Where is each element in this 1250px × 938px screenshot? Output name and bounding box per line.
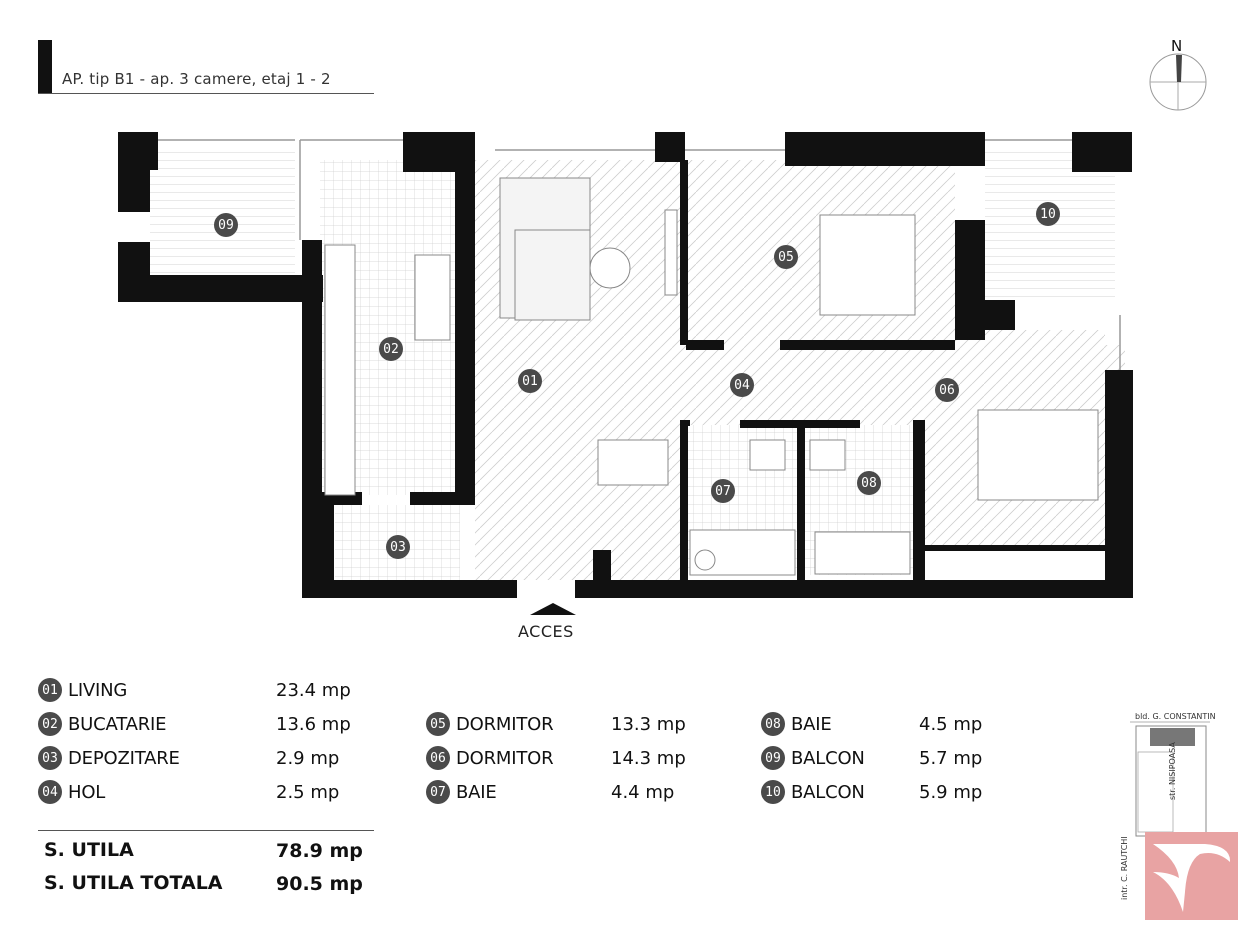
legend-item: 04 HOL bbox=[38, 779, 105, 805]
legend-room-name: LIVING bbox=[68, 679, 128, 701]
legend-item: 07 BAIE bbox=[426, 779, 497, 805]
compass-north-label: N bbox=[1171, 37, 1182, 55]
legend-room-name: BAIE bbox=[791, 713, 832, 735]
legend-badge: 05 bbox=[426, 712, 450, 736]
legend-room-area: 4.4 mp bbox=[611, 782, 675, 803]
legend-room-name: DEPOZITARE bbox=[68, 747, 180, 769]
legend-room-name: DORMITOR bbox=[456, 713, 554, 735]
room-badge-01: 01 bbox=[518, 369, 542, 393]
legend-room-area: 14.3 mp bbox=[611, 748, 686, 769]
legend-item: 06 DORMITOR bbox=[426, 745, 554, 771]
entrance-label: ACCES bbox=[518, 622, 574, 641]
legend-room-name: BALCON bbox=[791, 781, 865, 803]
walls bbox=[118, 132, 1133, 598]
legend-badge: 08 bbox=[761, 712, 785, 736]
legend-room-area: 23.4 mp bbox=[276, 680, 351, 701]
room-badge-04: 04 bbox=[730, 373, 754, 397]
legend-badge: 04 bbox=[38, 780, 62, 804]
street-left-label: intr. C. RAUTCHI bbox=[1120, 836, 1129, 900]
total-area-value: 90.5 mp bbox=[276, 873, 363, 895]
balcony-09-floor bbox=[150, 145, 295, 275]
legend-item: 08 BAIE bbox=[761, 711, 832, 737]
legend-room-area: 13.3 mp bbox=[611, 714, 686, 735]
entrance-arrow-icon bbox=[530, 603, 576, 615]
room-badge-09: 09 bbox=[214, 213, 238, 237]
legend-room-area: 13.6 mp bbox=[276, 714, 351, 735]
legend-item: 05 DORMITOR bbox=[426, 711, 554, 737]
legend-room-name: DORMITOR bbox=[456, 747, 554, 769]
street-top-label: bld. G. CONSTANTIN bbox=[1135, 712, 1216, 721]
legend-badge: 01 bbox=[38, 678, 62, 702]
site-map bbox=[1130, 721, 1210, 837]
room-badge-02: 02 bbox=[379, 337, 403, 361]
room-badge-06: 06 bbox=[935, 378, 959, 402]
legend-item: 01 LIVING bbox=[38, 677, 127, 703]
room-badge-08: 08 bbox=[857, 471, 881, 495]
legend-badge: 03 bbox=[38, 746, 62, 770]
legend-room-area: 5.7 mp bbox=[919, 748, 983, 769]
windows bbox=[158, 139, 1121, 370]
room-badge-05: 05 bbox=[774, 245, 798, 269]
legend-badge: 06 bbox=[426, 746, 450, 770]
useful-area-label: S. UTILA bbox=[44, 839, 134, 861]
street-right-label: str. NISIPOASA bbox=[1168, 742, 1177, 800]
legend-room-area: 2.9 mp bbox=[276, 748, 340, 769]
compass-icon: N bbox=[1149, 37, 1207, 111]
title-accent-bar bbox=[38, 40, 52, 94]
room-badge-10: 10 bbox=[1036, 202, 1060, 226]
title-divider bbox=[38, 93, 374, 94]
legend-room-area: 2.5 mp bbox=[276, 782, 340, 803]
legend-item: 02 BUCATARIE bbox=[38, 711, 167, 737]
legend-room-area: 5.9 mp bbox=[919, 782, 983, 803]
page-title: AP. tip B1 - ap. 3 camere, etaj 1 - 2 bbox=[62, 70, 331, 88]
legend-badge: 10 bbox=[761, 780, 785, 804]
floor-plan bbox=[118, 132, 1133, 598]
legend-item: 03 DEPOZITARE bbox=[38, 745, 180, 771]
legend-item: 10 BALCON bbox=[761, 779, 865, 805]
room-badge-07: 07 bbox=[711, 479, 735, 503]
brand-logo bbox=[1145, 832, 1238, 920]
legend-badge: 07 bbox=[426, 780, 450, 804]
legend-badge: 02 bbox=[38, 712, 62, 736]
furniture bbox=[324, 177, 1099, 576]
total-area-label: S. UTILA TOTALA bbox=[44, 872, 223, 894]
room-badge-03: 03 bbox=[386, 535, 410, 559]
legend-room-name: BALCON bbox=[791, 747, 865, 769]
legend-room-area: 4.5 mp bbox=[919, 714, 983, 735]
legend-badge: 09 bbox=[761, 746, 785, 770]
legend-room-name: BUCATARIE bbox=[68, 713, 167, 735]
legend-room-name: HOL bbox=[68, 781, 106, 803]
useful-area-value: 78.9 mp bbox=[276, 840, 363, 862]
legend-room-name: BAIE bbox=[456, 781, 497, 803]
legend-item: 09 BALCON bbox=[761, 745, 865, 771]
summary-divider bbox=[38, 830, 374, 831]
